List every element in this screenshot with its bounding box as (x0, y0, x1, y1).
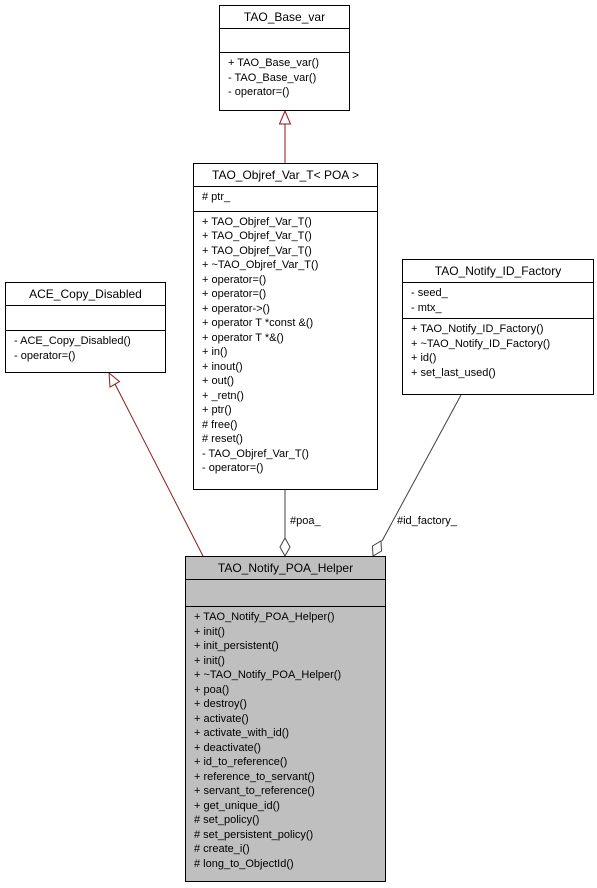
class-method: + id_to_reference() (194, 756, 288, 768)
class-name: TAO_Base_var (220, 6, 349, 29)
attributes-section (220, 29, 349, 53)
methods-section: + TAO_Base_var() - TAO_Base_var() - operat… (220, 53, 349, 103)
class-method: + activate_with_id() (194, 727, 290, 739)
class-method: + ~TAO_Notify_ID_Factory() (411, 337, 551, 350)
class-method: + init() (194, 625, 225, 638)
class-method: + ~TAO_Notify_POA_Helper() (194, 669, 342, 681)
class-attribute: - seed_ (411, 287, 448, 299)
class-method: + get_unique_id() (194, 799, 280, 812)
class-attribute: - mtx_ (411, 301, 442, 314)
class-method: + operator T *const &() (202, 317, 314, 329)
class-method: + id() (411, 352, 437, 364)
edge-poahelper-to-acecopy (114, 383, 204, 557)
class-name: ACE_Copy_Disabled (6, 283, 165, 306)
class-name: TAO_Objref_Var_T< POA > (194, 164, 377, 187)
class-method: + TAO_Notify_ID_Factory() (411, 323, 544, 335)
class-method: - TAO_Objref_Var_T() (202, 447, 309, 460)
class-method: + servant_to_reference() (194, 785, 315, 797)
class-name: TAO_Notify_ID_Factory (403, 260, 593, 283)
class-method: - TAO_Base_var() (228, 71, 317, 84)
class-method: # set_persistent_policy() (194, 828, 314, 841)
class-method: + set_last_used() (411, 366, 496, 379)
class-method: + reference_to_servant() (194, 770, 315, 783)
class-box-tao-base-var[interactable]: TAO_Base_var + TAO_Base_var() - TAO_Base_… (219, 5, 350, 111)
class-method: # long_to_ObjectId() (194, 857, 294, 870)
class-method: # create_i() (194, 843, 250, 855)
class-method: + inout() (202, 360, 243, 373)
class-method: + init() (194, 654, 225, 667)
class-method: + TAO_Objref_Var_T() (202, 244, 312, 257)
class-method: + ptr() (202, 404, 232, 416)
class-method: + init_persistent() (194, 640, 279, 652)
attributes-section: - seed_ - mtx_ (403, 283, 593, 319)
class-method: + TAO_Objref_Var_T() (202, 230, 312, 242)
class-method: + deactivate() (194, 741, 261, 754)
class-box-tao-objref-var-t[interactable]: TAO_Objref_Var_T< POA > # ptr_ + TAO_Obj… (193, 163, 378, 490)
class-method: + operator=() (202, 288, 267, 300)
class-method: + ~TAO_Objref_Var_T() (202, 259, 319, 271)
class-method: + activate() (194, 712, 249, 725)
aggregation-diamond (279, 536, 291, 558)
methods-section: + TAO_Notify_ID_Factory() + ~TAO_Notify_I… (403, 319, 593, 383)
methods-section: + TAO_Objref_Var_T() + TAO_Objref_Var_T()… (194, 212, 377, 479)
class-method: - operator=() (202, 462, 264, 474)
class-method: # reset() (202, 433, 243, 445)
attributes-section (6, 306, 165, 331)
class-attribute: # ptr_ (202, 191, 231, 203)
class-method: + _retn() (202, 389, 244, 402)
class-method: + operator=() (202, 273, 267, 286)
attributes-section (186, 580, 385, 607)
class-method: + destroy() (194, 698, 247, 710)
class-method: + out() (202, 375, 235, 387)
inheritance-arrowhead (278, 109, 292, 125)
methods-section: + TAO_Notify_POA_Helper() + init() + init_… (186, 607, 385, 874)
class-method: + operator->() (202, 302, 270, 315)
class-method: # free() (202, 418, 238, 431)
class-method: + poa() (194, 683, 230, 696)
edge-label-id-factory: #id_factory_ (397, 515, 457, 527)
class-method: - ACE_Copy_Disabled() (14, 335, 131, 347)
class-box-tao-notify-poa-helper[interactable]: TAO_Notify_POA_Helper + TAO_Notify_POA_H… (185, 556, 386, 882)
attributes-section: # ptr_ (194, 187, 377, 212)
class-name: TAO_Notify_POA_Helper (186, 557, 385, 580)
class-method: + in() (202, 346, 228, 358)
edge-label-poa: #poa_ (290, 515, 321, 527)
class-box-tao-notify-id-factory[interactable]: TAO_Notify_ID_Factory - seed_ - mtx_ + TA… (402, 259, 594, 395)
inheritance-arrowhead (108, 371, 121, 388)
class-method: + TAO_Objref_Var_T() (202, 215, 312, 228)
edge-idfactory-association (381, 394, 462, 542)
class-method: # set_policy() (194, 814, 260, 826)
class-method: + operator T *&() (202, 331, 284, 344)
methods-section: - ACE_Copy_Disabled() - operator=() (6, 331, 165, 366)
class-box-ace-copy-disabled[interactable]: ACE_Copy_Disabled - ACE_Copy_Disabled()-… (5, 282, 166, 373)
aggregation-diamond (371, 540, 383, 557)
class-method: - operator=() (228, 86, 290, 98)
class-method: + TAO_Base_var() (228, 57, 319, 69)
class-method: + TAO_Notify_POA_Helper() (194, 611, 335, 623)
class-method: - operator=() (14, 349, 76, 362)
